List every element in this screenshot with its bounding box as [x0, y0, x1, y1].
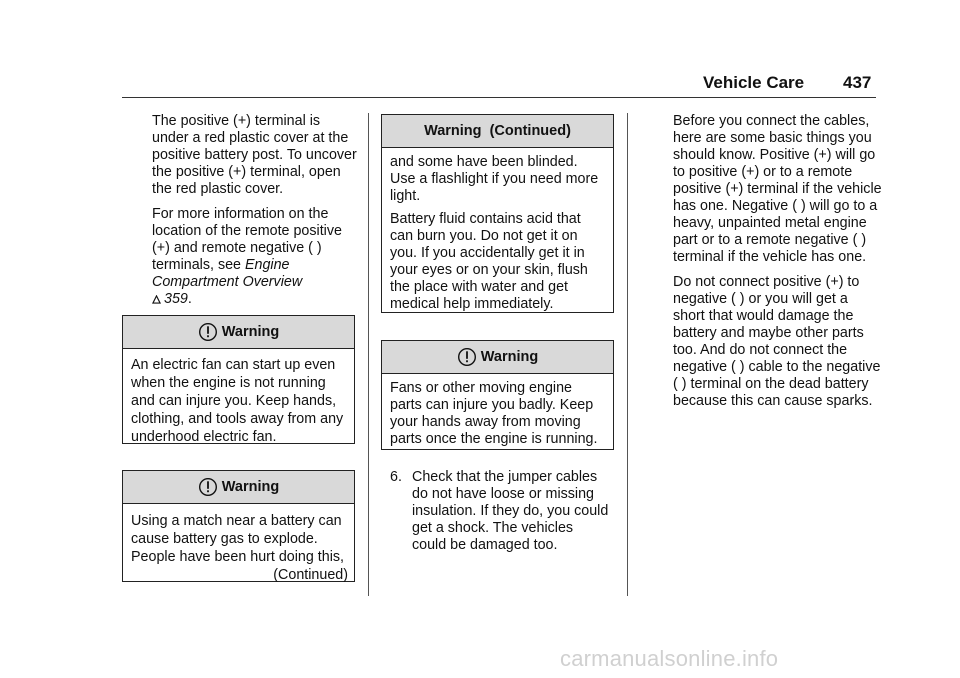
page-reference[interactable]: 359 [164, 291, 188, 307]
warning-box: Warning An electric fan can start up eve… [122, 315, 355, 446]
warning-text: An electric fan can start up even when t… [131, 357, 344, 445]
warning-title: Warning [221, 478, 280, 495]
column-3: Before you connect the cables, here are … [673, 113, 883, 410]
warning-body: Using a match near a battery can cause b… [123, 504, 354, 584]
column-divider [627, 113, 628, 596]
paragraph: The positive (+) terminal is under a red… [152, 113, 357, 197]
warning-header: Warning [123, 316, 354, 349]
paragraph: Before you connect the cables, here are … [673, 113, 882, 265]
header-rule [122, 97, 876, 98]
page-reference-icon [152, 295, 161, 304]
warning-header: Warning [123, 471, 354, 504]
column-1: The positive (+) terminal is under a red… [152, 113, 358, 308]
section-title: Vehicle Care [703, 73, 805, 92]
warning-body: Fans or other moving engine parts can in… [382, 374, 613, 448]
list-text: Check that the jumper cables do not have… [412, 469, 609, 553]
warning-body: An electric fan can start up even when t… [123, 349, 354, 446]
paragraph: Do not connect positive (+) to negative … [673, 274, 881, 409]
list-item: 6. Check that the jumper cables do not h… [390, 469, 610, 554]
watermark: carmanualsonline.info [560, 646, 779, 671]
warning-header: Warning (Continued) [382, 115, 613, 148]
paragraph-end: . [187, 291, 192, 307]
paragraph: For more information on the location of … [152, 206, 358, 308]
warning-text: Using a match near a battery can cause b… [131, 513, 345, 565]
warning-title: Warning [480, 348, 539, 365]
warning-box: Warning Fans or other moving engine part… [381, 340, 614, 450]
warning-text: and some have been blinded. Use a flashl… [390, 154, 599, 204]
warning-icon [198, 477, 217, 497]
continued-label: (Continued) [273, 567, 348, 583]
warning-text: Battery fluid contains acid that can bur… [390, 211, 588, 312]
cross-reference-link[interactable]: Engine Compartment Overview [152, 257, 303, 290]
column-divider [368, 113, 369, 596]
warning-box-continued: Warning (Continued) and some have been b… [381, 114, 614, 313]
warning-title: Warning [221, 323, 280, 340]
warning-header: Warning [382, 341, 613, 374]
warning-box: Warning Using a match near a battery can… [122, 470, 355, 584]
page-number: 437 [843, 73, 872, 92]
warning-icon [198, 322, 217, 342]
warning-title: Warning (Continued) [424, 122, 571, 139]
warning-text: Fans or other moving engine parts can in… [390, 380, 598, 447]
list-number: 6. [390, 469, 402, 485]
warning-icon [457, 347, 476, 367]
warning-body: and some have been blinded. Use a flashl… [382, 148, 613, 313]
paragraph-text: For more information on the location of … [152, 206, 342, 273]
